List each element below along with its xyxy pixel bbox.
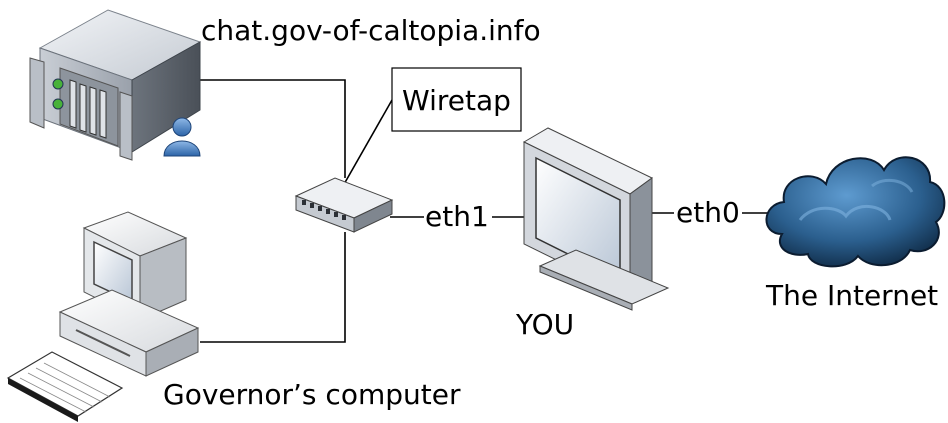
governor-label: Governor’s computer xyxy=(163,378,461,411)
server-label: chat.gov-of-caltopia.info xyxy=(201,14,541,47)
server-icon xyxy=(29,9,202,161)
keyboard-icon xyxy=(6,351,124,422)
eth0-label: eth0 xyxy=(676,196,740,229)
connections xyxy=(180,79,770,343)
you-label: YOU xyxy=(515,308,574,341)
link-server-switch xyxy=(180,79,346,178)
internet-label: The Internet xyxy=(765,279,938,312)
link-governor-switch xyxy=(200,232,346,343)
wiretap-callout: Wiretap xyxy=(391,67,522,132)
user-icon xyxy=(163,117,201,157)
eth1-label: eth1 xyxy=(425,200,489,233)
network-switch-icon xyxy=(294,177,394,233)
desktop-computer-icon xyxy=(6,211,200,422)
wiretap-label: Wiretap xyxy=(402,84,511,117)
cloud-icon xyxy=(765,156,946,268)
wiretap-callout-line xyxy=(342,99,393,187)
monitor-icon xyxy=(522,127,670,311)
